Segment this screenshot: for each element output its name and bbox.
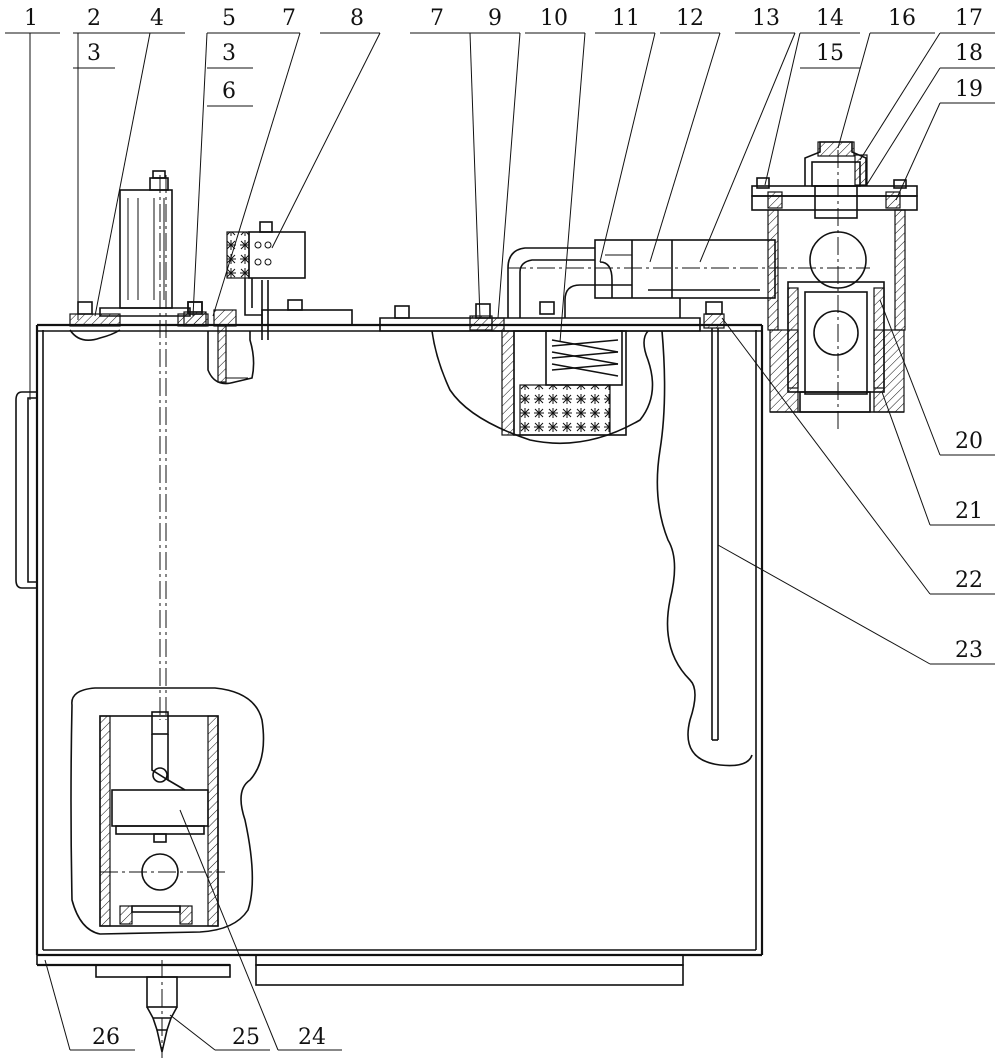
callout-3b: 3 <box>222 41 236 66</box>
side-handle <box>15 391 37 589</box>
callout-17: 17 <box>955 6 983 31</box>
callout-11: 11 <box>612 6 640 31</box>
callout-8: 8 <box>350 6 364 31</box>
float-valve-cutaway <box>70 687 265 935</box>
callout-13: 13 <box>752 6 780 31</box>
callout-5: 5 <box>222 6 236 31</box>
callout-19: 19 <box>955 77 983 102</box>
callout-21: 21 <box>955 499 983 524</box>
callout-25: 25 <box>232 1025 260 1050</box>
callout-3a: 3 <box>87 41 101 66</box>
drain-valve <box>146 960 178 1058</box>
callout-2: 2 <box>87 6 101 31</box>
level-gauge <box>69 170 209 720</box>
callout-9: 9 <box>488 6 502 31</box>
callout-4: 4 <box>150 6 164 31</box>
return-filter <box>379 301 701 445</box>
junction-box <box>226 221 353 340</box>
callout-15: 15 <box>816 41 844 66</box>
callout-1: 1 <box>24 6 38 31</box>
callout-10: 10 <box>540 6 568 31</box>
inlet-pipe <box>507 239 870 318</box>
base-plate <box>36 954 684 986</box>
callout-labels: 1 2 4 5 7 8 7 9 10 11 12 13 14 16 17 3 3… <box>24 6 983 1050</box>
callout-23: 23 <box>955 638 983 663</box>
callout-14: 14 <box>816 6 844 31</box>
leader-lines <box>5 32 995 1051</box>
callout-6: 6 <box>222 79 236 104</box>
callout-16: 16 <box>888 6 916 31</box>
suction-filter-housing <box>751 141 918 430</box>
callout-24: 24 <box>298 1025 326 1050</box>
callout-7b: 7 <box>430 6 444 31</box>
breather-port <box>183 301 255 385</box>
sensor-rod <box>656 301 753 767</box>
callout-7a: 7 <box>282 6 296 31</box>
callout-20: 20 <box>955 429 983 454</box>
callout-18: 18 <box>955 41 983 66</box>
callout-26: 26 <box>92 1025 120 1050</box>
callout-12: 12 <box>676 6 704 31</box>
callout-22: 22 <box>955 568 983 593</box>
